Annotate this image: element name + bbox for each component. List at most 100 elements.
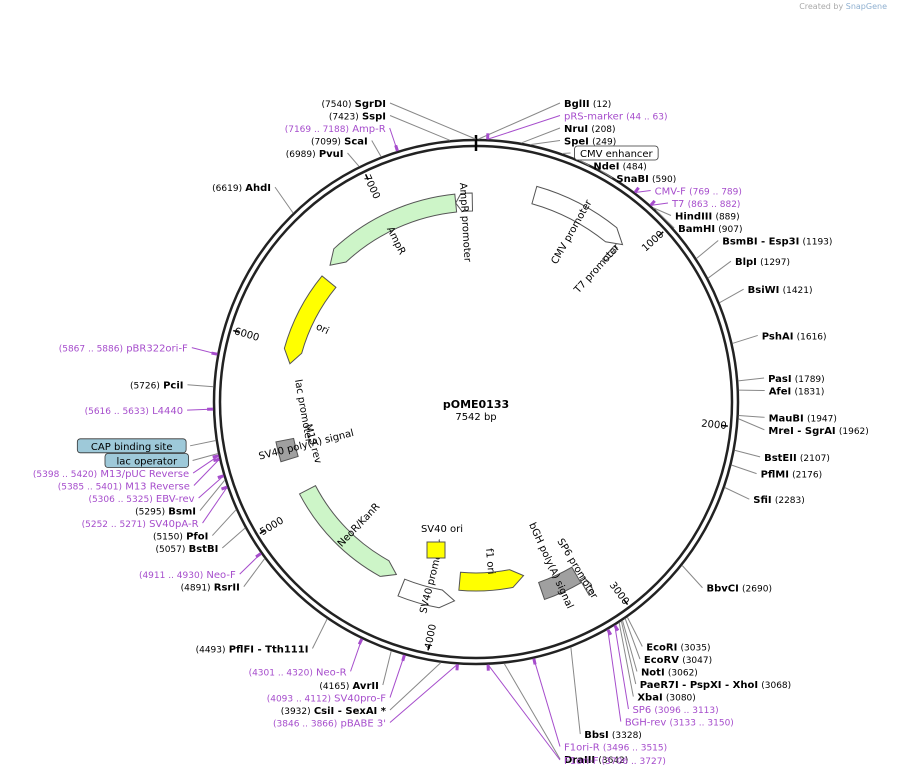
site-text-rsrii: (4891) RsrII (181, 583, 240, 594)
scale-tick (427, 644, 430, 651)
site-text-pcii: (5726) PciI (130, 381, 184, 392)
site-label-t7: T7 (863 .. 882) (671, 199, 741, 210)
leader-line-maubi (738, 414, 765, 418)
site-label-paer7i: PaeR7I - PspXI - XhoI (3068) (640, 680, 791, 691)
site-text-m13rev: (5385 .. 5401) M13 Reverse (58, 482, 190, 493)
site-position: (7423) (329, 113, 359, 123)
site-label-prs: pRS-marker (44 .. 63) (564, 112, 668, 123)
site-position: (2176) (792, 471, 822, 481)
leader-line-hindiii (653, 207, 672, 216)
scale-tick-label: 6000 (233, 326, 261, 344)
site-label-draiii: DraIII (3642) (564, 755, 628, 766)
site-name: BstEII (764, 453, 797, 464)
site-label-hindiii: HindIII (889) (675, 212, 740, 223)
site-label-f1orif: F1ori-F (3706 .. 3727) (564, 756, 666, 767)
site-text-bghrev: BGH-rev (3133 .. 3150) (625, 718, 734, 729)
primer-mark-sv40par (220, 485, 228, 491)
scale-tick-label: 2000 (701, 419, 727, 432)
leader-line-bsmbi (696, 240, 719, 259)
site-text-bglii: BglII (12) (564, 99, 611, 110)
site-name: PflFI - Tth111I (229, 645, 309, 656)
primer-mark-neor (357, 638, 364, 645)
plasmid-length: 7542 bp (455, 412, 496, 423)
site-label-m13rev: (5385 .. 5401) M13 Reverse (58, 482, 190, 493)
site-position: (249) (592, 138, 616, 148)
site-text-bbsi: BbsI (3328) (584, 730, 642, 741)
primer-mark-cmvf (633, 186, 640, 194)
site-position: (5616 .. 5633) (85, 407, 149, 417)
site-position: (590) (652, 175, 676, 185)
site-label-neor: (4301 .. 4320) Neo-R (249, 667, 347, 678)
site-text-f1orif: F1ori-F (3706 .. 3727) (564, 756, 666, 767)
leader-line-bbsi (570, 647, 581, 735)
site-position: (1616) (797, 332, 827, 342)
site-position: (3706 .. 3727) (602, 757, 666, 767)
leader-line-ndei (578, 159, 590, 166)
feature-label-f1ori: f1 ori (483, 548, 496, 575)
feature-ori (283, 275, 337, 365)
leader-line-ecori (626, 616, 643, 647)
site-name: Amp-R (352, 124, 386, 135)
site-name: BbsI (584, 730, 608, 741)
site-label-bsteii: BstEII (2107) (764, 453, 830, 464)
site-position: (5867 .. 5886) (59, 345, 123, 355)
site-label-sgrdi: (7540) SgrDI (322, 99, 386, 110)
leader-line-bsmi (199, 479, 226, 511)
site-name: M13/pUC Reverse (100, 469, 189, 480)
site-name: SV40pA-R (149, 519, 198, 530)
site-label-cmvf: CMV-F (769 .. 789) (655, 187, 742, 198)
site-label-nrui: NruI (208) (564, 124, 616, 135)
site-text-csii: (3932) CsiI - SexAI * (281, 706, 387, 717)
site-text-nrui: NruI (208) (564, 124, 616, 135)
site-label-afei: AfeI (1831) (769, 386, 825, 397)
site-position: (3496 .. 3515) (603, 744, 667, 754)
site-position: (7099) (311, 138, 341, 148)
primer-mark-ampr (394, 144, 399, 152)
site-label-cmvenh: CMV enhancer (574, 145, 659, 161)
site-name: NdeI (593, 162, 619, 173)
site-name: pRS-marker (564, 112, 624, 123)
site-text-paer7i: PaeR7I - PspXI - XhoI (3068) (640, 680, 791, 691)
site-label-rsrii: (4891) RsrII (181, 583, 240, 594)
feature-box-cmvenh (574, 145, 659, 161)
site-name: AfeI (769, 386, 792, 397)
site-text-blpi: BlpI (1297) (735, 257, 790, 268)
leader-line-cmvf (634, 190, 651, 193)
site-name: F1ori-F (564, 756, 599, 767)
leader-line-draiii (503, 663, 561, 760)
site-position: (4165) (319, 682, 349, 692)
leader-line-xbai (618, 622, 634, 697)
site-label-sv40pro: (4093 .. 4112) SV40pro-F (267, 694, 387, 705)
site-position: (1193) (802, 238, 832, 248)
site-text-bamhi: BamHI (907) (678, 224, 742, 235)
site-text-sv40par: (5252 .. 5271) SV40pA-R (82, 519, 199, 530)
site-text-hindiii: HindIII (889) (675, 212, 740, 223)
site-label-pasi: PasI (1789) (768, 374, 825, 385)
site-label-cap: CAP binding site (76, 438, 187, 454)
leader-line-pasi (738, 377, 765, 382)
leader-line-pflfi (312, 618, 328, 649)
leader-line-noti (621, 620, 638, 672)
leader-line-lacop (192, 453, 219, 462)
feature-box-cap (76, 438, 187, 454)
site-name: DraIII (564, 755, 595, 766)
leader-line-sv40par (202, 486, 228, 524)
feature-sv40promoter (397, 578, 456, 609)
site-position: (3047) (682, 656, 712, 666)
site-name: MreI - SgrAI (768, 426, 835, 437)
site-text-bsmbi: BsmBI - Esp3I (1193) (722, 237, 832, 248)
site-name: HindIII (675, 212, 712, 223)
site-text-l4440: (5616 .. 5633) L4440 (85, 406, 184, 417)
site-label-f1orir: F1ori-R (3496 .. 3515) (564, 743, 667, 754)
site-label-ebvrev: (5306 .. 5325) EBV-rev (88, 494, 194, 505)
site-text-spei: SpeI (249) (564, 137, 616, 148)
site-name: BsmBI - Esp3I (722, 237, 799, 248)
site-label-sfii: SfiI (2283) (753, 495, 804, 506)
feature-neokanr (298, 484, 398, 577)
leader-line-sp6 (614, 625, 629, 710)
feature-sv40-ori (426, 541, 446, 559)
site-name: EcoRV (644, 655, 679, 666)
feature-amprpromoter (455, 192, 474, 213)
site-name: PfoI (186, 532, 208, 543)
